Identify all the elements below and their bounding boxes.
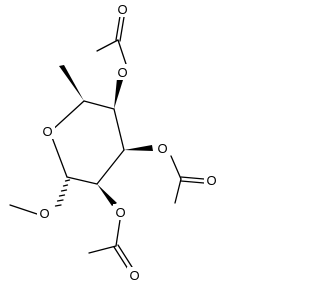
- c2-carbonyl-oxygen-label: O: [129, 268, 139, 283]
- bond-c3-o-acyl: [170, 155, 182, 180]
- bond-c5-c4: [83, 100, 115, 110]
- bond-c2-acyl-carbonyl-b: [117, 244, 133, 268]
- bond-c4-c3: [113, 108, 125, 151]
- bond-c2-acyl-methyl: [88, 245, 117, 254]
- structure-canvas: O O O O O O O O: [9, 1, 219, 283]
- bond-c2-c1: [66, 176, 98, 185]
- molecule-diagram: O O O O O O O O: [9, 1, 219, 283]
- bond-c4-acyl-carbonyl-a: [115, 15, 121, 41]
- bond-c4-acyl-carbonyl-b: [119, 16, 125, 42]
- bond-c4-acyl-methyl: [96, 39, 119, 52]
- bond-c3-acyl-methyl: [174, 178, 182, 204]
- wedge-bond-c2-o: [97, 184, 117, 206]
- hashed-bond-c1-o: [54, 179, 71, 207]
- ring-oxygen-label: O: [42, 124, 52, 139]
- c2-ester-oxygen-label: O: [115, 205, 125, 220]
- bond-o5-c5: [49, 100, 85, 133]
- bond-c3-acyl-carbonyl-a: [180, 176, 205, 180]
- bond-methoxy-o-ch3: [9, 204, 38, 215]
- bond-c2-o-acyl: [115, 219, 121, 247]
- c3-carbonyl-oxygen-label: O: [206, 173, 216, 188]
- atom-labels: O O O O O O O O: [37, 1, 219, 283]
- bond-c1-o5: [49, 131, 68, 178]
- wedge-bond-c3-o: [124, 145, 153, 151]
- pyranose-ring: [49, 100, 125, 185]
- methoxy-oxygen-label: O: [39, 206, 49, 221]
- c4-carbonyl-oxygen-label: O: [117, 2, 127, 17]
- c3-ester-oxygen-label: O: [157, 141, 167, 156]
- c4-ester-oxygen-label: O: [117, 65, 127, 80]
- bond-c3-acyl-carbonyl-b: [180, 180, 205, 184]
- wedge-bond-c5-methyl: [59, 65, 84, 101]
- wedge-bond-c4-o: [114, 78, 123, 109]
- bond-c4-o-acyl: [117, 39, 127, 65]
- bond-c3-c2: [96, 149, 125, 185]
- bond-c2-acyl-carbonyl-a: [113, 246, 129, 270]
